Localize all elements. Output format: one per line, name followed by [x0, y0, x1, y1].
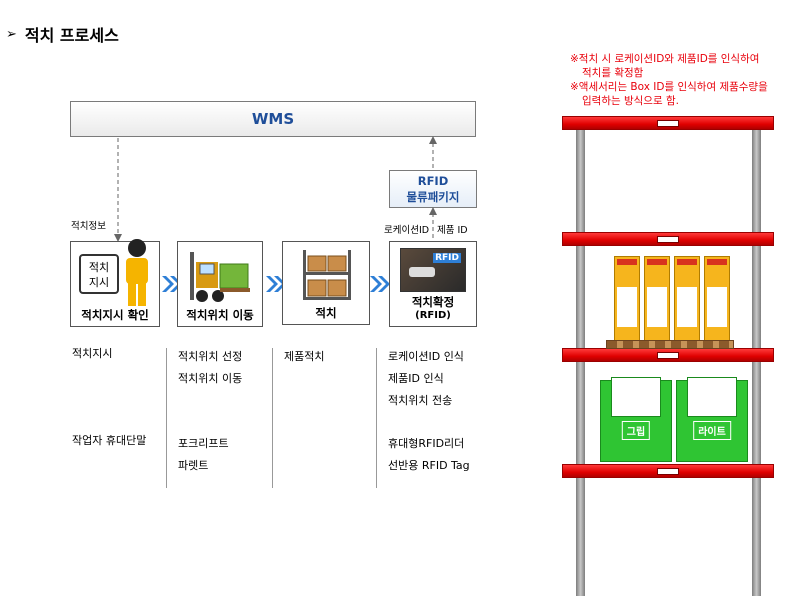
worker-icon: [126, 239, 148, 306]
tool-col1-item: 포크리프트: [178, 437, 229, 450]
tool-col3-item: 선반용 RFID Tag: [388, 459, 470, 472]
task-col3-item: 제품ID 인식: [388, 372, 444, 385]
task-col3-item: 적치위치 전송: [388, 394, 453, 407]
step-2-box: 적치위치 이동: [177, 241, 263, 327]
tasks-col1: 적치위치 선정 적치위치 이동: [178, 346, 242, 390]
product-carton: [674, 256, 700, 341]
tasks-col3: 로케이션ID 인식 제품ID 인식 적치위치 전송: [388, 346, 464, 412]
product-id-label: 제품 ID: [437, 225, 468, 236]
crate-window: [687, 377, 737, 417]
note-line-1: ※적치 시 로케이션ID와 제품ID를 인식하여: [570, 53, 760, 65]
flow-arrow-3: [370, 276, 390, 292]
tasks-col2: 제품적치: [284, 346, 324, 368]
accessory-crate-grip: 그립: [600, 377, 672, 462]
flow-label: 적치정보: [71, 221, 106, 232]
shelf-tag: [657, 352, 679, 359]
page-title: ➢ 적치 프로세스: [6, 22, 119, 46]
step-3-caption: 적치: [315, 306, 337, 320]
rack-beam-1: [562, 116, 774, 130]
note-line-3: ※액세서리는 Box ID를 인식하여 제품수량을: [570, 81, 768, 93]
note-box: ※적치 시 로케이션ID와 제품ID를 인식하여 적치를 확정함 ※액세서리는 …: [570, 52, 798, 108]
rack-beam-4: [562, 464, 774, 478]
arrow-bullet-icon: ➢: [6, 26, 17, 42]
location-id-label: 로케이션ID: [384, 225, 430, 236]
forklift-icon: [190, 252, 250, 302]
product-carton: [704, 256, 730, 341]
step-4-caption-main: 적치확정: [411, 295, 455, 309]
task-col3-item: 로케이션ID 인식: [388, 350, 464, 363]
tool-col3-item: 휴대형RFID리더: [388, 437, 465, 450]
step-4-box: RFID 적치확정 (RFID): [389, 241, 477, 327]
rack-beam-3: [562, 348, 774, 362]
rfid-package-line-1: RFID: [417, 174, 449, 188]
shelf-tag: [657, 120, 679, 127]
note-line-4: 입력하는 방식으로 함.: [582, 95, 679, 107]
task-col1-item: 적치위치 선정: [178, 350, 243, 363]
handheld-screen: 적치 지시: [79, 254, 119, 294]
screen-line-2: 지시: [88, 276, 110, 289]
accessory-crate-light: 라이트: [676, 377, 748, 462]
step-4-caption-sub: (RFID): [415, 310, 451, 321]
rfid-photo: RFID: [400, 248, 466, 292]
tasks-row-label: 적치지시: [72, 347, 113, 360]
task-col2-item: 제품적치: [284, 350, 325, 363]
rfid-package-line-2: 물류패키지: [406, 190, 460, 204]
shelf-tag: [657, 236, 679, 243]
tools-col3: 휴대형RFID리더 선반용 RFID Tag: [388, 433, 470, 477]
crate-label-grip: 그립: [621, 421, 651, 440]
step-1-caption: 적치지시 확인: [81, 308, 149, 322]
screen-line-1: 적치: [88, 261, 110, 274]
divider-2: [272, 348, 273, 488]
step-3-box: 적치: [282, 241, 370, 325]
crate-window: [611, 377, 661, 417]
page-title-text: 적치 프로세스: [24, 26, 119, 45]
tools-col1: 포크리프트 파렛트: [178, 433, 229, 477]
step-1-box: 적치 지시 적치지시 확인: [70, 239, 160, 327]
pallet: [606, 340, 734, 349]
note-line-2: 적치를 확정함: [582, 67, 644, 79]
tools-row-label: 작업자 휴대단말: [72, 434, 147, 447]
rfid-badge: RFID: [433, 253, 461, 263]
shelf-tag: [657, 468, 679, 475]
divider-3: [376, 348, 377, 488]
step-4-caption: 적치확정 (RFID): [390, 296, 476, 322]
task-col1-item: 적치위치 이동: [178, 372, 243, 385]
product-carton: [644, 256, 670, 341]
step-2-caption: 적치위치 이동: [186, 308, 254, 322]
shelf-boxes-icon: [303, 250, 351, 300]
product-carton: [614, 256, 640, 341]
rack-beam-2: [562, 232, 774, 246]
crate-label-light: 라이트: [693, 421, 731, 440]
tool-col1-item: 파렛트: [178, 459, 209, 472]
divider-1: [166, 348, 167, 488]
rfid-package-box: RFID 물류패키지: [389, 170, 477, 208]
wms-label: WMS: [251, 110, 295, 128]
rfid-reader-icon: [409, 267, 435, 277]
wms-box: WMS: [70, 101, 476, 137]
